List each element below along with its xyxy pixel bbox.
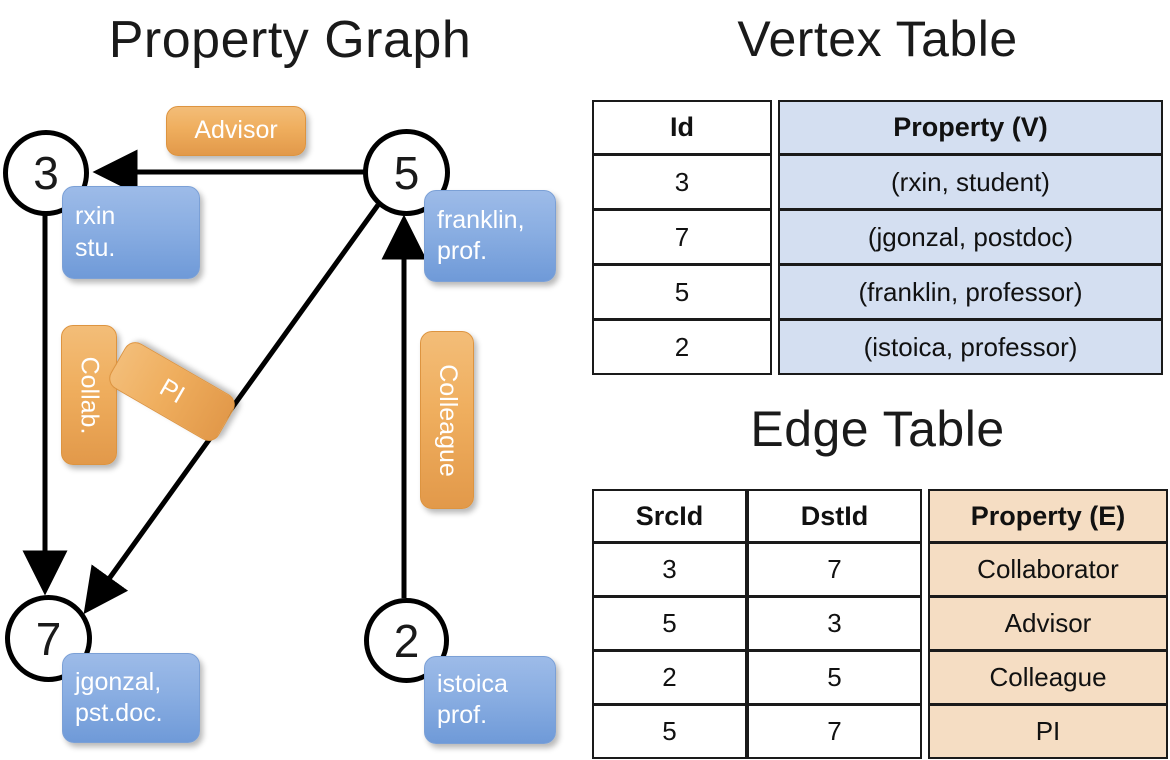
page-title-edge-table: Edge Table — [750, 401, 1005, 457]
vertex-table-cell-id: 5 — [592, 265, 772, 320]
page-title-vertex-table: Vertex Table — [737, 11, 1018, 67]
edge-table-cell-property: PI — [928, 705, 1168, 759]
edge-table-header-property: Property (E) — [928, 489, 1168, 543]
node-property-box-jgonzal[interactable]: jgonzal, pst.doc. — [62, 653, 200, 743]
edge-label-colleague[interactable]: Colleague — [420, 331, 474, 509]
property-graph-panel: Property Graph 3 5 7 2 rxin stu. — [3, 11, 556, 744]
node-property-box-istoica[interactable]: istoica prof. — [424, 656, 556, 744]
edge-table-cell-srcid: 2 — [592, 651, 747, 705]
graph-node-7-id: 7 — [35, 612, 62, 665]
edge-table-column-srcid: SrcId 3 5 2 5 — [592, 489, 747, 759]
vertex-table-cell-property: (jgonzal, postdoc) — [778, 210, 1163, 265]
edge-table-cell-srcid: 3 — [592, 543, 747, 597]
vertex-table-cell-id: 3 — [592, 155, 772, 210]
edge-table-cell-property: Advisor — [928, 597, 1168, 651]
edge-label-advisor[interactable]: Advisor — [166, 106, 306, 156]
edge-table-cell-dstid: 7 — [747, 543, 922, 597]
graph-node-2-id: 2 — [393, 614, 420, 667]
graph-node-2[interactable]: 2 — [364, 598, 449, 683]
node-property-box-franklin[interactable]: franklin, prof. — [424, 190, 556, 282]
vertex-table-column-property: Property (V) (rxin, student) (jgonzal, p… — [778, 100, 1163, 375]
page-title-property-graph: Property Graph — [108, 11, 472, 69]
vertex-table-header-id: Id — [592, 100, 772, 155]
edge-table-cell-dstid: 5 — [747, 651, 922, 705]
vertex-table-header-property: Property (V) — [778, 100, 1163, 155]
vertex-table: Id 3 7 5 2 Property (V) (rxin, student) … — [592, 100, 1163, 375]
vertex-table-cell-property: (istoica, professor) — [778, 320, 1163, 375]
edge-label-pi-text: PI — [155, 373, 190, 410]
edge-table-column-dstid: DstId 7 3 5 7 — [747, 489, 922, 759]
edge-label-colleague-text: Colleague — [433, 363, 462, 477]
edge-label-collab-text: Collab. — [75, 356, 104, 434]
edge-table-cell-dstid: 3 — [747, 597, 922, 651]
graph-node-3-id: 3 — [33, 147, 59, 199]
edge-table-header-srcid: SrcId — [592, 489, 747, 543]
edge-table-cell-srcid: 5 — [592, 597, 747, 651]
edge-label-collab[interactable]: Collab. — [61, 325, 117, 465]
node-property-box-rxin[interactable]: rxin stu. — [62, 186, 200, 279]
node-property-box-rxin-label: rxin stu. — [75, 202, 116, 262]
edge-label-advisor-text: Advisor — [194, 116, 278, 145]
vertex-table-cell-id: 7 — [592, 210, 772, 265]
edge-table-cell-property: Colleague — [928, 651, 1168, 705]
vertex-table-cell-property: (franklin, professor) — [778, 265, 1163, 320]
edge-table-cell-dstid: 7 — [747, 705, 922, 759]
graph-node-5[interactable]: 5 — [363, 129, 450, 216]
edge-table: SrcId 3 5 2 5 DstId 7 3 5 7 Property (E)… — [592, 489, 1168, 759]
node-property-box-franklin-label: franklin, prof. — [437, 205, 525, 265]
edge-table-cell-srcid: 5 — [592, 705, 747, 759]
edge-table-column-property: Property (E) Collaborator Advisor Collea… — [928, 489, 1168, 759]
vertex-table-cell-property: (rxin, student) — [778, 155, 1163, 210]
edge-table-header-dstid: DstId — [747, 489, 922, 543]
vertex-table-column-id: Id 3 7 5 2 — [592, 100, 772, 375]
node-property-box-jgonzal-label: jgonzal, pst.doc. — [75, 667, 163, 727]
edge-table-cell-property: Collaborator — [928, 543, 1168, 597]
graph-node-5-id: 5 — [393, 146, 420, 199]
node-property-box-istoica-label: istoica prof. — [437, 669, 508, 729]
vertex-table-cell-id: 2 — [592, 320, 772, 375]
